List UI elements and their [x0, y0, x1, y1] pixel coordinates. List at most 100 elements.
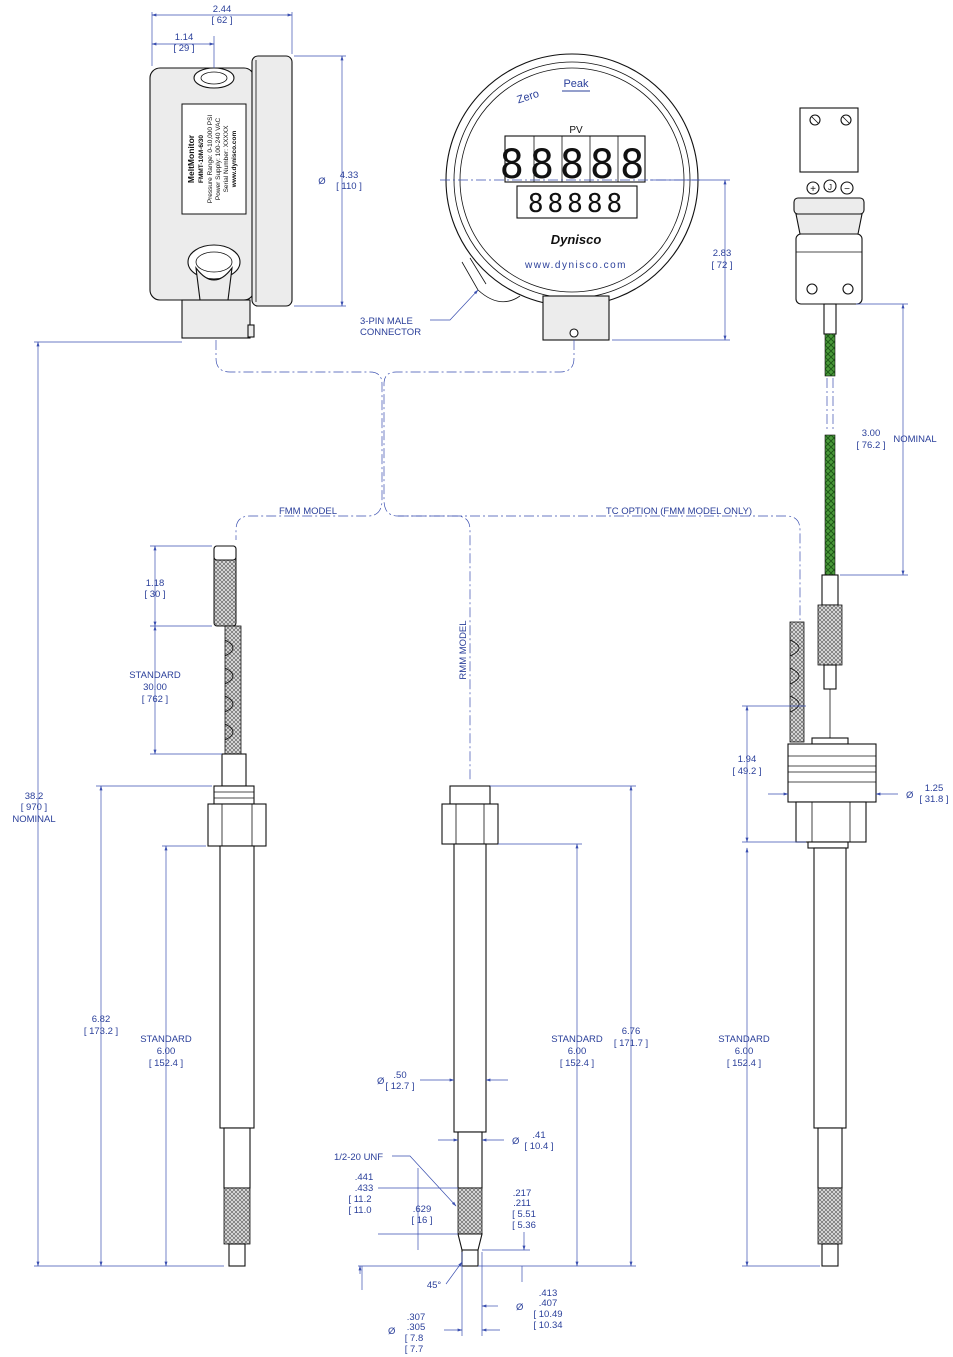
peak-button: Peak — [563, 78, 589, 90]
pv-label: PV — [569, 125, 583, 136]
svg-text:2.83: 2.83 — [713, 248, 732, 259]
dim-width: 2.44 [ 62 ] — [151, 4, 293, 66]
dim-tc-cable: 3.00 [ 76.2 ] NOMINAL — [840, 303, 937, 576]
svg-text:6.00: 6.00 — [735, 1046, 754, 1057]
svg-text:Ø: Ø — [512, 1136, 520, 1147]
nameplate: MeltMonitor FMMT-10M-6/30 Pressure Range… — [186, 115, 238, 204]
svg-text:STANDARD: STANDARD — [129, 670, 181, 681]
svg-text:[ 62 ]: [ 62 ] — [211, 15, 232, 26]
svg-text:[ 171.7 ]: [ 171.7 ] — [614, 1038, 648, 1049]
svg-text:6.00: 6.00 — [157, 1046, 176, 1057]
svg-text:NOMINAL: NOMINAL — [12, 814, 55, 825]
rmm-transducer — [441, 785, 499, 1267]
website: www.dynisco.com — [524, 260, 627, 271]
svg-text:2.44: 2.44 — [213, 4, 232, 15]
svg-text:−: − — [844, 184, 850, 195]
tc-transducer — [787, 574, 877, 1267]
svg-text:+: + — [810, 184, 816, 195]
cable-routing: FMM MODEL TC OPTION (FMM MODEL ONLY) RMM… — [215, 340, 801, 782]
svg-text:[ 5.51: [ 5.51 — [512, 1209, 536, 1220]
svg-text:NOMINAL: NOMINAL — [893, 434, 936, 445]
tc-connector: + J − — [793, 107, 865, 335]
svg-text:[ 110 ]: [ 110 ] — [336, 181, 362, 192]
monitor-front-view: 88888 88888 PV Peak Zero Dynisco www.dyn… — [440, 53, 700, 341]
monitor-side-view: MeltMonitor FMMT-10M-6/30 Pressure Range… — [149, 55, 293, 339]
rmm-model-label: RMM MODEL — [458, 620, 469, 679]
svg-text:[ 7.8: [ 7.8 — [405, 1333, 424, 1344]
dim-overall: 38.2 [ 970 ] NOMINAL — [12, 341, 224, 1267]
svg-text:STANDARD: STANDARD — [718, 1034, 770, 1045]
svg-text:[ 762 ]: [ 762 ] — [142, 694, 168, 705]
svg-text:[ 72 ]: [ 72 ] — [711, 260, 732, 271]
svg-text:[ 970 ]: [ 970 ] — [21, 802, 47, 813]
pv-display: 88888 — [500, 142, 650, 188]
svg-text:Ø: Ø — [388, 1326, 396, 1337]
svg-text:Pressure Range: 0-10,000 PSI: Pressure Range: 0-10,000 PSI — [207, 115, 214, 204]
dim-offset: 1.14 [ 29 ] — [151, 32, 215, 68]
svg-text:1.25: 1.25 — [925, 783, 944, 794]
svg-text:3-PIN MALE: 3-PIN MALE — [360, 316, 413, 327]
svg-text:[ 11.2: [ 11.2 — [348, 1194, 371, 1205]
svg-text:6.82: 6.82 — [92, 1014, 111, 1025]
svg-text:Serial Number: XXXXX: Serial Number: XXXXX — [223, 125, 230, 192]
svg-text:[ 49.2 ]: [ 49.2 ] — [732, 766, 761, 777]
svg-text:[ 152.4 ]: [ 152.4 ] — [727, 1058, 761, 1069]
fmm-dims: 1.18 [ 30 ] STANDARD 30.00 [ 762 ] 6.82 … — [84, 545, 222, 1267]
svg-text:CONNECTOR: CONNECTOR — [360, 327, 421, 338]
svg-text:[ 152.4 ]: [ 152.4 ] — [560, 1058, 594, 1069]
svg-text:[ 11.0: [ 11.0 — [348, 1205, 371, 1216]
svg-text:[ 173.2 ]: [ 173.2 ] — [84, 1026, 118, 1037]
tc-option-label: TC OPTION (FMM MODEL ONLY) — [606, 506, 752, 517]
svg-text:.211: .211 — [513, 1198, 531, 1209]
svg-text:[ 7.7: [ 7.7 — [405, 1344, 424, 1355]
brand-logo: Dynisco — [551, 232, 602, 247]
svg-text:Power Supply: 100-240 VAC: Power Supply: 100-240 VAC — [215, 118, 222, 201]
svg-text:[ 12.7 ]: [ 12.7 ] — [385, 1081, 414, 1092]
svg-text:STANDARD: STANDARD — [551, 1034, 603, 1045]
svg-text:1.94: 1.94 — [738, 754, 757, 765]
svg-text:4.33: 4.33 — [340, 170, 359, 181]
svg-text:[ 29 ]: [ 29 ] — [173, 43, 194, 54]
svg-text:1/2-20 UNF: 1/2-20 UNF — [334, 1152, 383, 1163]
tc-cable — [824, 333, 836, 576]
svg-text:[ 10.49: [ 10.49 — [533, 1309, 562, 1320]
svg-text:FMMT-10M-6/30: FMMT-10M-6/30 — [198, 135, 205, 183]
svg-text:.41: .41 — [532, 1130, 545, 1141]
svg-text:.629: .629 — [413, 1204, 432, 1215]
svg-text:.433: .433 — [355, 1183, 374, 1194]
tc-dims: 1.94 [ 49.2 ] STANDARD 6.00 [ 152.4 ] Ø … — [718, 705, 949, 1267]
svg-text:STANDARD: STANDARD — [140, 1034, 192, 1045]
svg-text:.407: .407 — [539, 1298, 558, 1309]
svg-text:Ø: Ø — [318, 176, 326, 187]
svg-text:Ø: Ø — [906, 790, 914, 801]
svg-text:[ 152.4 ]: [ 152.4 ] — [149, 1058, 183, 1069]
svg-text:[ 10.4 ]: [ 10.4 ] — [524, 1141, 553, 1152]
svg-text:45°: 45° — [427, 1280, 442, 1291]
svg-text:J: J — [828, 183, 832, 192]
svg-text:Ø: Ø — [377, 1076, 385, 1087]
svg-text:.50: .50 — [393, 1070, 406, 1081]
dim-face-height: 2.83 [ 72 ] — [612, 179, 733, 341]
svg-text:www.dynisco.com: www.dynisco.com — [231, 131, 238, 189]
svg-text:.307: .307 — [407, 1312, 426, 1323]
svg-text:.217: .217 — [513, 1188, 532, 1199]
sv-display: 88888 — [528, 189, 626, 219]
svg-text:[ 31.8 ]: [ 31.8 ] — [919, 794, 948, 805]
connector-callout: 3-PIN MALE CONNECTOR — [360, 289, 479, 338]
svg-text:3.00: 3.00 — [862, 428, 881, 439]
svg-text:[ 76.2 ]: [ 76.2 ] — [856, 440, 885, 451]
fmm-transducer — [207, 545, 267, 1267]
svg-text:MeltMonitor: MeltMonitor — [186, 134, 196, 183]
svg-text:[ 16 ]: [ 16 ] — [411, 1215, 432, 1226]
svg-text:Ø: Ø — [516, 1302, 524, 1313]
rmm-dims: 6.76 [ 171.7 ] STANDARD 6.00 [ 152.4 ] Ø… — [334, 785, 648, 1355]
svg-text:[ 10.34: [ 10.34 — [533, 1320, 562, 1331]
fmm-model-label: FMM MODEL — [279, 506, 337, 517]
svg-text:[ 5.36: [ 5.36 — [512, 1220, 536, 1231]
svg-text:[ 30 ]: [ 30 ] — [144, 589, 165, 600]
svg-text:38.2: 38.2 — [25, 791, 44, 802]
svg-text:.305: .305 — [407, 1322, 426, 1333]
svg-text:6.76: 6.76 — [622, 1026, 641, 1037]
svg-text:1.18: 1.18 — [146, 578, 165, 589]
